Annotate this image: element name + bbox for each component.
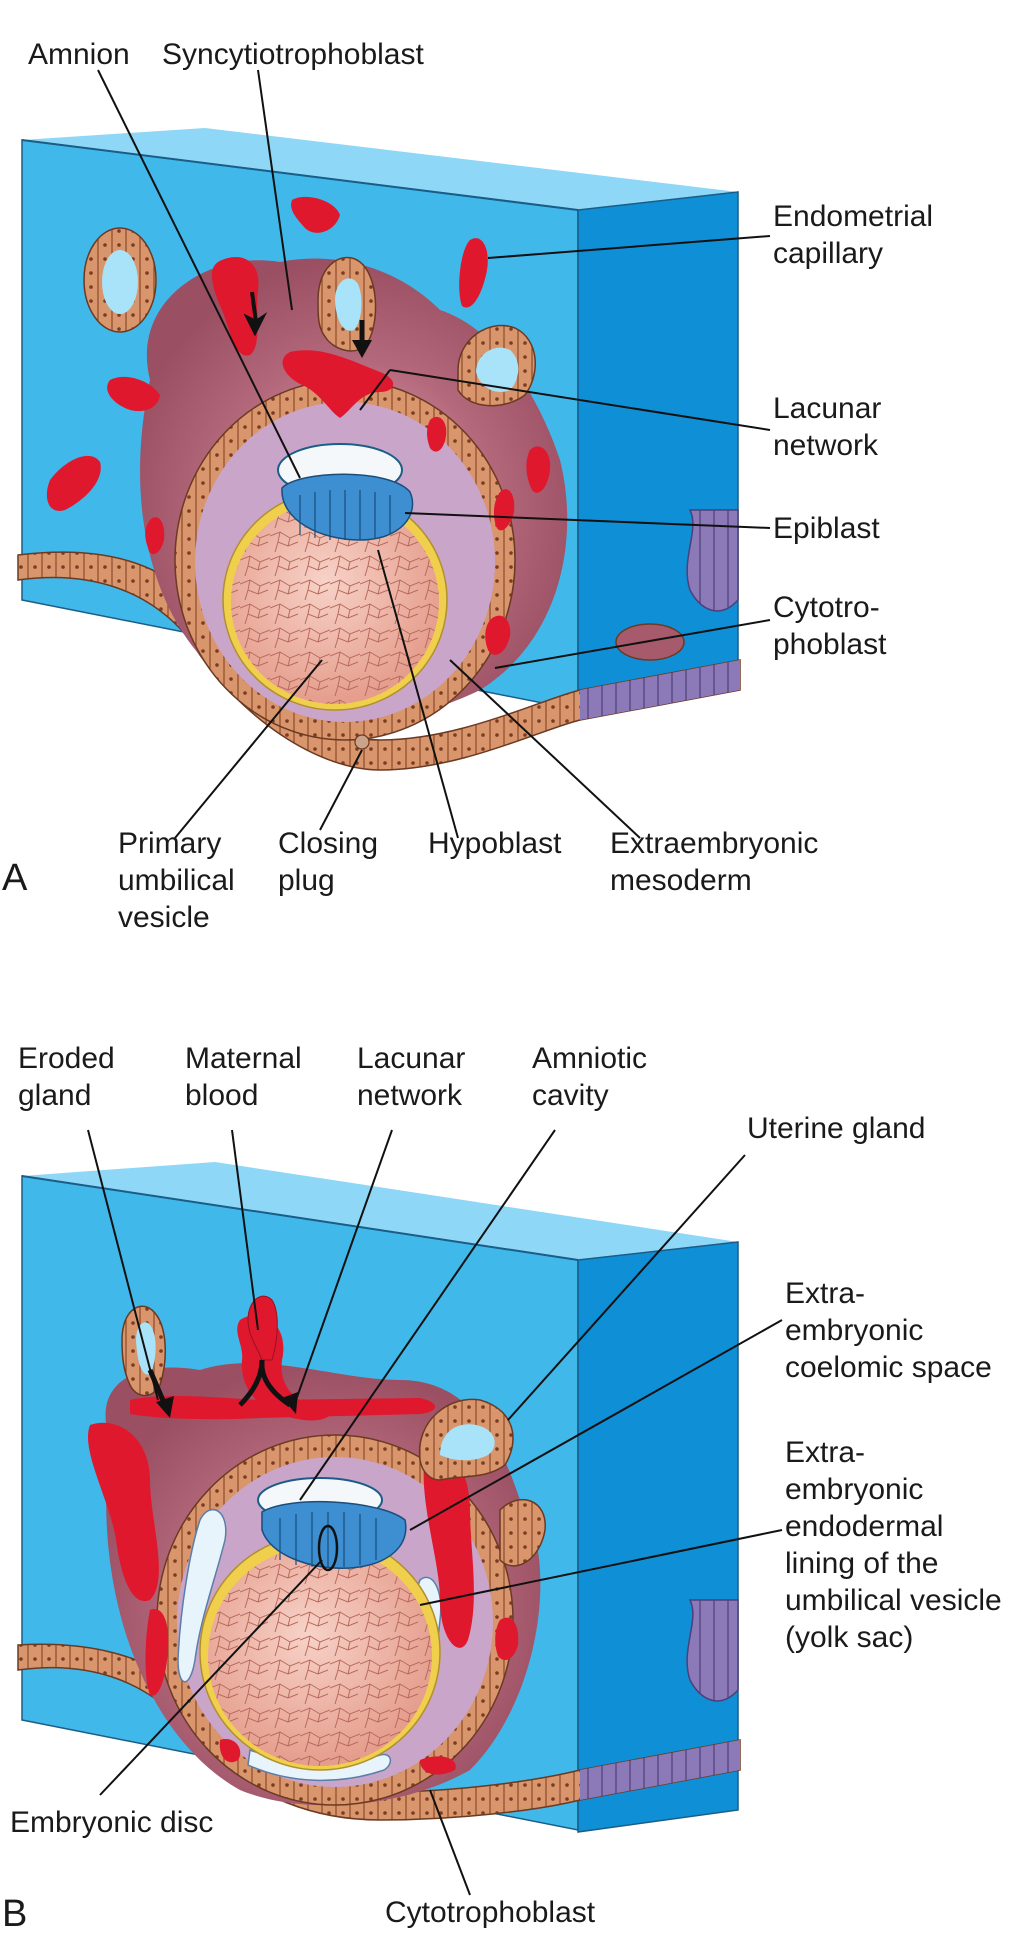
panel-a bbox=[17, 128, 741, 771]
endometrium-top-b bbox=[22, 1162, 738, 1260]
label-amnion: Amnion bbox=[28, 38, 130, 71]
lacuna-a-9 bbox=[145, 517, 165, 555]
eroded-gland-b bbox=[121, 1305, 166, 1397]
lacuna-a-5 bbox=[107, 376, 160, 412]
label-amniotic-cavity: Amniotic cavity bbox=[532, 1042, 655, 1112]
label-embryonic-disc: Embryonic disc bbox=[10, 1806, 213, 1839]
label-extraembryonic-mesoderm: Extraembryonic mesoderm bbox=[610, 827, 827, 897]
label-eroded-gland: Eroded gland bbox=[18, 1042, 123, 1112]
panel-b bbox=[17, 1162, 741, 1833]
label-maternal-blood: Maternal blood bbox=[185, 1042, 310, 1112]
label-extraembryonic-coelomic-space: Extra- embryonic coelomic space bbox=[785, 1277, 992, 1384]
label-closing-plug: Closing plug bbox=[278, 827, 386, 897]
endometrium-side-b bbox=[577, 1241, 739, 1833]
endometrium-top-a bbox=[22, 128, 738, 210]
lacuna-b-2 bbox=[87, 1422, 159, 1602]
arrow-b-3 bbox=[238, 1359, 265, 1407]
label-lacunar-network-b: Lacunar network bbox=[357, 1042, 474, 1112]
lacuna-a-3 bbox=[459, 238, 488, 308]
label-primary-umbilical-vesicle: Primary umbilical vesicle bbox=[118, 827, 243, 934]
lacuna-b-7 bbox=[219, 1739, 241, 1763]
leaders-a bbox=[97, 69, 771, 839]
lacuna-a-8 bbox=[493, 489, 515, 531]
label-uterine-gland: Uterine gland bbox=[747, 1112, 925, 1145]
label-epiblast: Epiblast bbox=[773, 512, 880, 545]
label-extraembryonic-endodermal-lining: Extra- embryonic endodermal lining of th… bbox=[785, 1436, 1010, 1654]
lacuna-a-4 bbox=[291, 196, 340, 233]
cytotrophoblast-cell-a bbox=[615, 623, 685, 661]
uterine-gland-a-3 bbox=[457, 324, 536, 407]
lacuna-a-7 bbox=[526, 446, 551, 493]
lacuna-a-2 bbox=[282, 350, 394, 418]
panel-letter-b: B bbox=[2, 1893, 27, 1933]
uterine-gland-a-4 bbox=[686, 509, 739, 612]
labels-a: Amnion Syncytiotrophoblast Endometrial c… bbox=[2, 38, 941, 934]
label-syncytiotrophoblast: Syncytiotrophoblast bbox=[162, 38, 424, 71]
lacuna-a-6 bbox=[46, 455, 101, 511]
labels-b: Eroded gland Maternal blood Lacunar netw… bbox=[2, 1042, 1010, 1933]
arrowhead-b-2 bbox=[282, 1392, 298, 1414]
label-endometrial-capillary: Endometrial capillary bbox=[773, 200, 941, 270]
lacuna-b-8 bbox=[420, 1756, 456, 1775]
leaders-b bbox=[87, 1129, 783, 1896]
arrowhead-a-2 bbox=[352, 340, 372, 358]
arrow-a-1 bbox=[243, 291, 268, 337]
uterine-gland-b-1 bbox=[418, 1398, 514, 1481]
lacuna-a-10 bbox=[485, 615, 511, 655]
coelomic-space-b-1 bbox=[177, 1508, 227, 1683]
lacuna-a-1 bbox=[211, 257, 259, 356]
panel-letter-a: A bbox=[2, 857, 28, 899]
label-hypoblast: Hypoblast bbox=[428, 827, 562, 860]
label-lacunar-network-a: Lacunar network bbox=[773, 392, 890, 462]
uterine-gland-a-2 bbox=[317, 256, 377, 352]
label-cytotrophoblast-b: Cytotrophoblast bbox=[385, 1896, 596, 1929]
uterine-gland-b-2 bbox=[499, 1499, 546, 1567]
lacuna-b-5 bbox=[495, 1617, 519, 1661]
closing-plug-a bbox=[354, 734, 370, 750]
label-cytotrophoblast-a: Cytotro- phoblast bbox=[773, 591, 888, 661]
uterine-gland-b-3 bbox=[686, 1599, 739, 1702]
lacuna-a-11 bbox=[427, 416, 447, 452]
arrowhead-b-1 bbox=[156, 1396, 174, 1418]
uterine-gland-a-1 bbox=[83, 227, 157, 333]
embryonic-disc-b bbox=[261, 1500, 407, 1569]
lacuna-b-4 bbox=[145, 1609, 169, 1696]
